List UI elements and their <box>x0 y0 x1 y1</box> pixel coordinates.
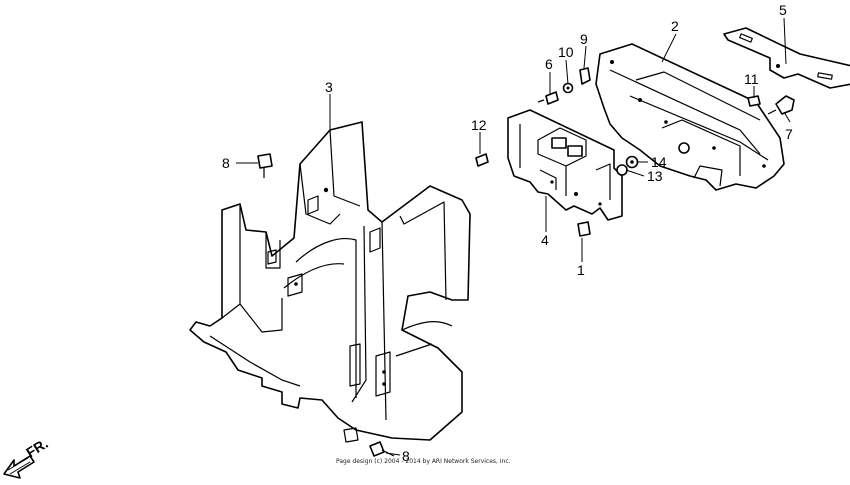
part-11-screw <box>747 95 761 107</box>
callout-6: 6 <box>545 56 553 72</box>
callout-7: 7 <box>785 126 793 142</box>
part-10-washer <box>562 82 574 94</box>
callout-2: 2 <box>671 18 679 34</box>
part-3-inner-cover <box>189 121 471 443</box>
direction-label: FR. <box>23 435 51 461</box>
callout-3: 3 <box>325 79 333 95</box>
part-7-bolt <box>767 95 795 115</box>
part-9-clip <box>579 67 591 85</box>
callout-8-lower: 8 <box>402 448 410 464</box>
part-5-plate-bracket <box>723 27 850 89</box>
leader-lines <box>236 17 791 456</box>
copyright-text: Page design (c) 2004 - 2014 by ARI Netwo… <box>336 458 511 465</box>
callout-5: 5 <box>779 2 787 18</box>
callout-13: 13 <box>647 168 663 184</box>
callout-9: 9 <box>580 31 588 47</box>
callout-4: 4 <box>541 232 549 248</box>
part-13-collar <box>616 164 628 176</box>
part-2-upper-cover <box>595 43 785 191</box>
part-14-nut <box>625 155 639 169</box>
part-12-screw <box>475 153 489 167</box>
part-8-bolt-upper <box>257 153 273 178</box>
direction-indicator: FR. <box>3 435 51 479</box>
part-8-bolt-lower <box>369 441 395 457</box>
callout-11: 11 <box>744 71 759 87</box>
part-1-clip-nut <box>577 221 591 237</box>
callout-10: 10 <box>558 44 574 60</box>
callout-labels: 1 2 3 4 5 6 7 8 8 9 10 11 12 13 14 <box>222 2 793 464</box>
callout-1: 1 <box>577 262 585 278</box>
callout-8-upper: 8 <box>222 155 230 171</box>
callout-12: 12 <box>471 117 487 133</box>
part-4-bracket <box>507 109 623 221</box>
arrow-icon <box>3 455 35 479</box>
part-6-bolt <box>537 91 559 105</box>
callout-14: 14 <box>651 154 667 170</box>
